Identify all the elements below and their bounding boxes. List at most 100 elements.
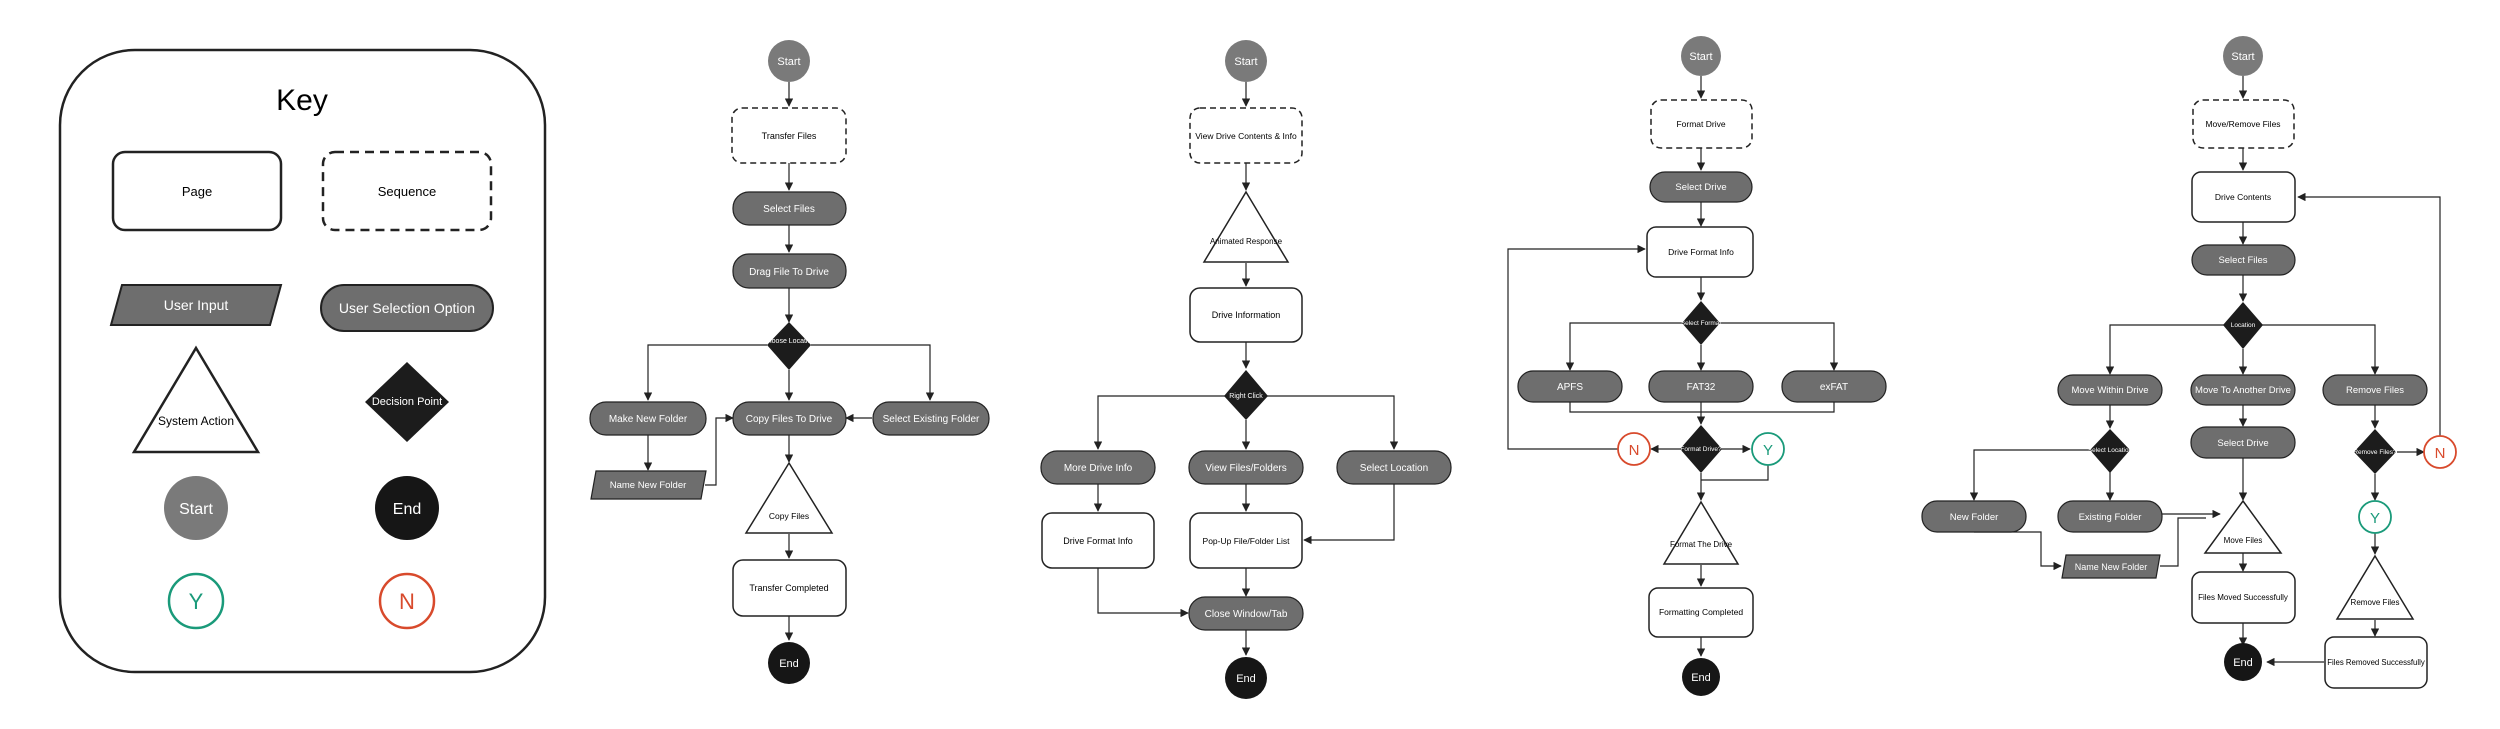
flow2-action-label: Animated Response <box>1210 237 1283 246</box>
flow1-decision-label: Choose Location <box>763 338 816 345</box>
flow4-decision-location-label: Select Location <box>2088 447 2133 454</box>
flow2-action <box>1202 190 1290 263</box>
flow4-move-another-label: Move To Another Drive <box>2195 385 2291 396</box>
flow1-select-files-label: Select Files <box>763 204 815 215</box>
flow4-select-files <box>2191 244 2296 276</box>
key-end-label: End <box>393 501 421 518</box>
flow3-no-label: N <box>1629 442 1640 459</box>
flow4-sequence <box>2192 99 2295 149</box>
flow-move-remove <box>1969 76 2441 667</box>
flow4-drive-contents-label: Drive Contents <box>2215 192 2271 202</box>
flow3-completed <box>1648 587 1754 638</box>
flow4-move-within <box>2057 374 2163 406</box>
flow4-action-remove-label: Remove Files <box>2351 598 2400 607</box>
flow4-new-folder-label: New Folder <box>1950 512 1999 523</box>
key-start-shape <box>164 476 228 540</box>
key-user-input-label: User Input <box>164 297 229 313</box>
flow3-sequence-label: Format Drive <box>1676 119 1725 129</box>
flow4-drive-contents <box>2191 171 2296 223</box>
key-no-label: N <box>399 589 415 614</box>
flow3-yes-label: Y <box>1763 442 1773 459</box>
flow3-yes <box>1751 432 1785 466</box>
flow3-no <box>1617 432 1651 466</box>
flow3-decision <box>1682 301 1720 345</box>
flow2-end <box>1225 657 1267 699</box>
flow4-move-within-label: Move Within Drive <box>2071 385 2148 396</box>
key-page-label: Page <box>182 184 212 199</box>
flow3-fat32-label: FAT32 <box>1687 382 1716 393</box>
flow1-select-existing-label: Select Existing Folder <box>883 414 980 425</box>
flow2-drive-format-info-label: Drive Format Info <box>1063 536 1133 546</box>
key-page-shape <box>111 150 283 232</box>
flow2-start <box>1225 40 1267 82</box>
flow2-start-label: Start <box>1234 56 1257 68</box>
flow4-decision <box>2223 302 2263 349</box>
flow2-decision <box>1224 370 1268 420</box>
flow4-decision-label: Location <box>2231 322 2256 329</box>
key-end-shape <box>375 476 439 540</box>
flow4-new-folder <box>1921 500 2027 533</box>
flow3-decision2-label: Format Drive? <box>1680 446 1722 453</box>
flow-transfer-files-nodes: Start Transfer Files Select Files Drag F… <box>589 40 990 684</box>
flow3-completed-label: Formatting Completed <box>1659 607 1743 617</box>
flow1-end <box>768 642 810 684</box>
flow4-files-removed <box>2324 636 2428 689</box>
flow4-remove-files-label: Remove Files <box>2346 385 2404 396</box>
flow4-start <box>2223 36 2263 76</box>
key-user-input-shape <box>109 284 283 326</box>
flow1-drag-file-label: Drag File To Drive <box>749 267 829 278</box>
flow2-end-label: End <box>1236 673 1256 685</box>
flow2-drive-information-label: Drive Information <box>1212 310 1281 320</box>
flow3-drive-format-info-label: Drive Format Info <box>1668 247 1734 257</box>
flow4-end <box>2224 643 2262 681</box>
key-start-label: Start <box>179 501 213 518</box>
flow3-action-label: Format The Drive <box>1670 540 1733 549</box>
flow3-end-label: End <box>1691 672 1711 684</box>
key-decision-label: Decision Point <box>372 396 442 408</box>
flow-format-drive-nodes: Start Format Drive Select Drive Drive Fo… <box>1517 36 1887 696</box>
flow4-name-new-folder-label: Name New Folder <box>2075 562 2148 572</box>
key-system-action-shape <box>131 345 261 454</box>
flow2-sequence-label: View Drive Contents & Info <box>1195 131 1297 141</box>
flow4-remove-files <box>2322 374 2428 406</box>
flow2-more-drive-info-label: More Drive Info <box>1064 463 1133 474</box>
flow1-completed-label: Transfer Completed <box>749 583 828 593</box>
flow3-decision-label: Select Format <box>1681 320 1722 327</box>
flow4-action-remove <box>2335 554 2415 620</box>
flow1-copy-files-label: Copy Files To Drive <box>746 414 833 425</box>
flow4-no-label: N <box>2435 445 2446 462</box>
flow4-start-label: Start <box>2231 51 2254 63</box>
flow1-action-label: Copy Files <box>769 511 809 521</box>
flow4-action-move <box>2203 499 2283 554</box>
key-sequence-label: Sequence <box>378 184 437 199</box>
key-panel: Key Page Sequence User Input User Select… <box>58 48 547 674</box>
flow2-popup-list-label: Pop-Up File/Folder List <box>1203 536 1291 546</box>
key-yes-shape <box>167 572 225 630</box>
flow4-select-drive-label: Select Drive <box>2217 438 2268 449</box>
flow4-sequence-label: Move/Remove Files <box>2205 119 2280 129</box>
flow3-select-drive <box>1649 171 1753 203</box>
flow4-decision-remove <box>2354 429 2396 474</box>
flow1-name-new-folder-label: Name New Folder <box>610 480 687 491</box>
flow2-sequence <box>1189 107 1303 164</box>
flow4-files-removed-label: Files Removed Successfully <box>2327 658 2425 667</box>
flow3-exfat <box>1781 370 1887 403</box>
flow1-completed <box>732 559 847 617</box>
flow2-popup-list <box>1189 512 1303 569</box>
flow4-yes <box>2358 500 2392 534</box>
flow4-select-files-label: Select Files <box>2218 255 2267 266</box>
key-user-selection-label: User Selection Option <box>339 300 475 316</box>
flow2-select-location <box>1336 450 1452 485</box>
flow1-drag-file <box>732 253 847 289</box>
key-system-action-label: System Action <box>158 414 234 428</box>
flow3-fat32 <box>1648 370 1754 403</box>
flow1-start-label: Start <box>777 56 800 68</box>
flow2-drive-information <box>1189 287 1303 343</box>
flow1-start <box>768 40 810 82</box>
flow1-name-new-folder <box>590 470 707 500</box>
flow2-select-location-label: Select Location <box>1360 463 1428 474</box>
flow3-action <box>1662 500 1740 565</box>
flow1-end-label: End <box>779 658 799 670</box>
flow-format-drive <box>1507 76 1839 657</box>
